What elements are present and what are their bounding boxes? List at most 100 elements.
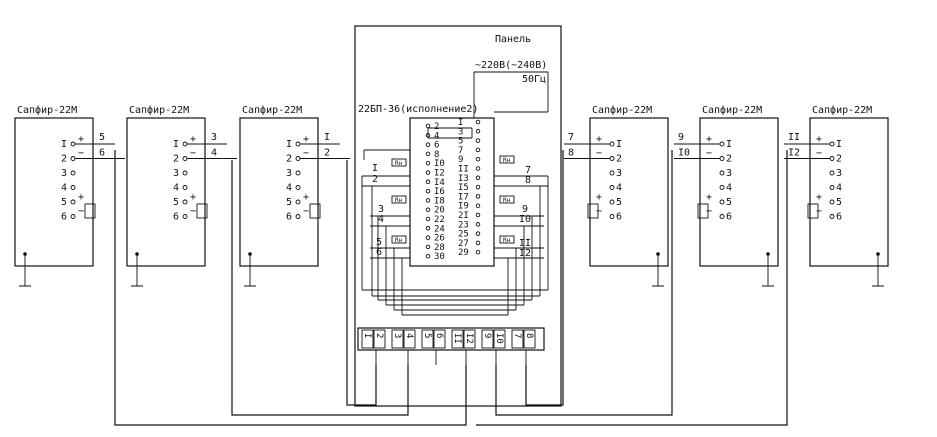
psu-pin-terminal: [475, 194, 481, 199]
jumper-bracket: [196, 203, 208, 219]
resistor-label: Rн: [503, 197, 511, 204]
psu-pin-label: 26: [434, 234, 445, 244]
polarity-mark: +: [190, 192, 196, 203]
sensor-pin-label: 2: [61, 154, 67, 165]
wire-number: 6: [99, 148, 105, 159]
sensor-pin-label: 3: [61, 168, 67, 179]
jumper-bracket: [587, 203, 599, 219]
terminal-cell: [373, 329, 386, 349]
sensor-pin-terminal: [719, 170, 725, 176]
sensor-pin-label: 4: [616, 183, 622, 194]
terminal-label: 6: [434, 333, 444, 338]
sensor-pin-terminal: [719, 214, 725, 219]
psu-pin-terminal: [475, 119, 481, 125]
polarity-mark: +: [78, 192, 84, 203]
psu-pin-label: 30: [434, 252, 445, 262]
psu-pin-terminal: [425, 160, 431, 166]
psu-pin-terminal: [425, 179, 431, 185]
terminal-cell: [403, 329, 416, 349]
sensor-pin-terminal: [829, 199, 835, 205]
terminal-label: 8: [524, 333, 534, 338]
sensor-body: [14, 117, 94, 267]
sensor-title: Сапфир-22М: [592, 104, 652, 116]
psu-pin-label: I8: [434, 196, 445, 206]
panel-bus-lines: [361, 175, 549, 315]
psu-side-label: 8: [525, 175, 531, 186]
power-unit-label: 22БП-36(исполнение2): [358, 104, 478, 115]
psu-pin-label: 24: [434, 224, 445, 234]
sensor-pin-terminal: [829, 214, 835, 219]
psu-pin-label: 22: [434, 215, 445, 225]
terminal-leads: [375, 350, 527, 365]
psu-pin-label: 9: [458, 155, 463, 165]
polarity-mark: −: [706, 206, 712, 217]
power-supply-block: [409, 117, 495, 267]
sensor-pin-label: 5: [726, 197, 732, 208]
sensor-pin-label: 6: [286, 212, 292, 223]
terminal-label: I2: [464, 333, 474, 344]
sensor-body: [699, 117, 779, 267]
sensor-pin-label: 2: [173, 154, 179, 165]
terminal-cell: [421, 329, 434, 349]
load-resistor: [499, 235, 515, 244]
polarity-mark: +: [596, 134, 602, 145]
sensor-pin-label: I: [726, 139, 732, 150]
terminal-label: II: [452, 333, 462, 344]
sensor-pin-label: 5: [836, 197, 842, 208]
psu-pin-label: I: [458, 118, 463, 128]
polarity-mark: −: [190, 148, 196, 159]
terminal-label: I0: [494, 333, 504, 344]
psu-pin-terminal: [425, 216, 431, 222]
psu-side-label: I0: [519, 214, 531, 225]
psu-pin-label: I9: [458, 202, 469, 212]
resistor-label: Rн: [395, 237, 403, 244]
terminal-cell: [451, 329, 464, 349]
terminal-label: 9: [482, 333, 492, 338]
polarity-mark: +: [303, 192, 309, 203]
psu-pin-label: I6: [434, 187, 445, 197]
psu-pin-terminal: [425, 198, 431, 203]
polarity-mark: −: [706, 148, 712, 159]
jumper-bracket: [84, 203, 96, 219]
psu-side-label: 9: [522, 204, 528, 215]
ground-icon: [762, 254, 774, 287]
sensor-pin-terminal: [719, 141, 725, 147]
psu-pin-terminal: [425, 142, 431, 147]
psu-pin-label: 8: [434, 150, 439, 160]
sensor-pin-terminal: [70, 170, 76, 176]
sensor-pin-terminal: [295, 214, 301, 219]
terminal-cell: [493, 329, 506, 349]
psu-pin-label: 5: [458, 137, 463, 147]
terminal-label: 7: [512, 333, 522, 338]
psu-pin-terminal: [475, 129, 481, 134]
sensor-pin-terminal: [295, 185, 301, 190]
polarity-mark: +: [706, 192, 712, 203]
polarity-mark: −: [816, 206, 822, 217]
psu-side-label: I: [372, 163, 378, 174]
resistor-label: Rн: [395, 197, 403, 204]
sensor-pin-terminal: [182, 214, 188, 219]
load-resistor: [391, 235, 407, 244]
psu-side-label: I2: [519, 248, 531, 259]
sensor-pin-terminal: [609, 214, 615, 219]
polarity-mark: +: [303, 134, 309, 145]
sensor-title: Сапфир-22М: [17, 104, 77, 116]
sensor-pin-terminal: [70, 185, 76, 190]
psu-ground-lead: [363, 149, 410, 160]
psu-pin-label: 20: [434, 206, 445, 216]
wire-number: 7: [568, 132, 574, 143]
sensor-group: Сапфир-22МI23456+−+−56Сапфир-22МI23456+−…: [14, 104, 889, 287]
psu-pin-terminal: [425, 123, 431, 129]
psu-pin-label: II: [458, 165, 469, 175]
external-wiring: [114, 150, 788, 426]
sensor-pin-terminal: [609, 199, 615, 205]
load-resistor: [499, 155, 515, 164]
sensor-pin-label: 5: [286, 197, 292, 208]
sensor-cable-lead: [564, 143, 610, 159]
sensor-pin-label: 4: [173, 183, 179, 194]
sensor-body: [589, 117, 669, 267]
power-label: ~220В(~240В): [475, 60, 547, 71]
psu-pin-label: 27: [458, 239, 469, 249]
